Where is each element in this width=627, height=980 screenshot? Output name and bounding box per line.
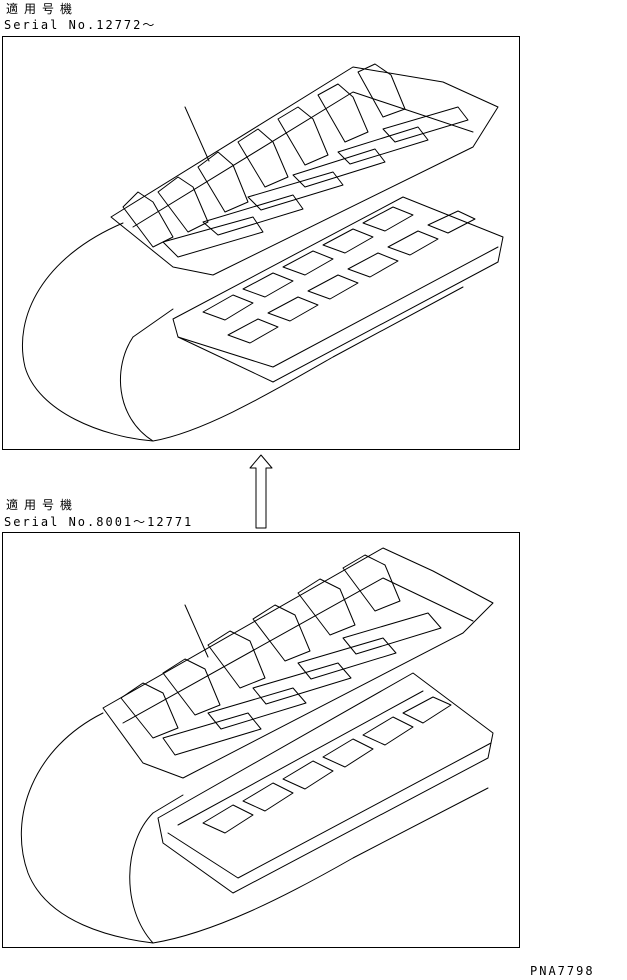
lower-serial: Serial No.8001～12771 xyxy=(4,515,194,529)
lower-track-drawing xyxy=(20,547,494,944)
lower-heading: 適用号機 xyxy=(6,498,79,512)
lower-panel xyxy=(2,532,520,948)
upper-panel xyxy=(2,36,520,450)
upper-heading: 適用号機 xyxy=(6,2,79,16)
upper-serial: Serial No.12772～ xyxy=(4,18,157,32)
drawing-code: PNA7798 xyxy=(530,964,595,978)
upper-track-drawing xyxy=(21,63,504,442)
